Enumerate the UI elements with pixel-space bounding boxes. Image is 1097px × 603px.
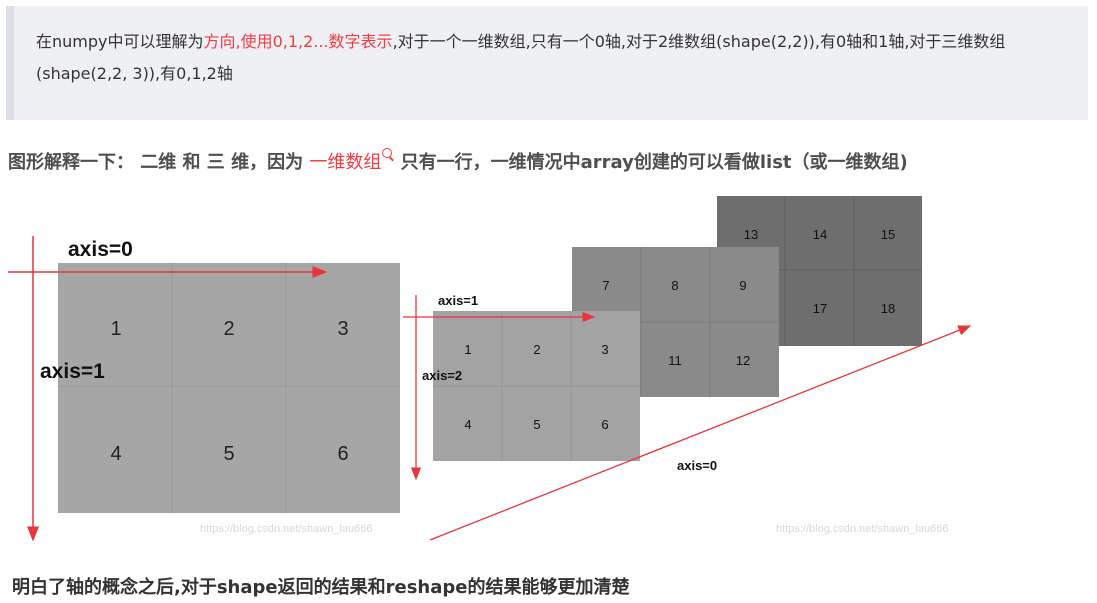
left-2d-array: 1 2 3 4 5 6 axis=0 axis=1 https://blog.c… <box>8 236 400 542</box>
quote-text-highlight: 方向,使用0,1,2...数字表示 <box>203 32 393 51</box>
right-axis2-label: axis=2 <box>422 368 462 383</box>
left-axis0-label: axis=0 <box>68 238 133 261</box>
right-3d-array: 13 14 15 16 17 18 7 8 9 10 11 12 1 2 3 4… <box>403 196 972 541</box>
quote-text-pre: 在numpy中可以理解为 <box>36 32 204 51</box>
axis-figure: 1 2 3 4 5 6 axis=0 axis=1 https://blog.c… <box>8 196 972 542</box>
left-cell: 2 <box>223 318 234 340</box>
back-cell: 18 <box>881 301 895 316</box>
left-cell: 4 <box>110 443 121 465</box>
middle-cell: 7 <box>602 278 609 293</box>
footer-text: 明白了轴的概念之后,对于shape返回的结果和reshape的结果能够更加清楚 <box>12 577 630 598</box>
back-cell: 14 <box>813 227 827 242</box>
keyword-link[interactable]: 一维数组 <box>309 152 382 173</box>
left-watermark: https://blog.csdn.net/shawn_lau666 <box>200 523 372 535</box>
heading-text-post: 只有一行，一维情况中array创建的可以看做list（或一维数组) <box>400 152 908 173</box>
right-watermark: https://blog.csdn.net/shawn_lau666 <box>776 523 948 535</box>
front-cell: 3 <box>601 342 608 357</box>
left-cell: 3 <box>337 318 348 340</box>
left-cell: 5 <box>223 443 234 465</box>
search-icon[interactable] <box>382 148 393 158</box>
middle-cell: 12 <box>736 353 750 368</box>
section-heading: 图形解释一下： 二维 和 三 维，因为 一维数组 只有一行，一维情况中array… <box>8 148 908 174</box>
front-cell: 4 <box>464 417 471 432</box>
middle-cell: 8 <box>671 278 678 293</box>
right-axis0-arrow <box>429 325 972 541</box>
back-cell: 13 <box>744 227 758 242</box>
front-cell: 6 <box>601 417 608 432</box>
middle-cell: 9 <box>739 278 746 293</box>
right-axis0-label: axis=0 <box>677 458 717 473</box>
front-cell: 2 <box>533 342 540 357</box>
back-cell: 15 <box>881 227 895 242</box>
blockquote: 在numpy中可以理解为方向,使用0,1,2...数字表示,对于一个一维数组,只… <box>6 6 1088 120</box>
right-axis1-label: axis=1 <box>438 293 478 308</box>
middle-cell: 11 <box>668 353 682 368</box>
left-cell: 6 <box>337 443 348 465</box>
back-cell: 17 <box>813 301 827 316</box>
heading-text-pre: 图形解释一下： 二维 和 三 维，因为 <box>8 152 304 173</box>
left-array-block <box>58 263 400 513</box>
front-cell: 1 <box>464 342 471 357</box>
left-cell: 1 <box>110 318 121 340</box>
front-cell: 5 <box>533 417 540 432</box>
left-axis1-label: axis=1 <box>40 360 105 383</box>
quote-text-post: ,对于一个一维数组,只有一个0轴,对于2维数组(shape(2,2)),有0轴和… <box>36 32 1006 83</box>
